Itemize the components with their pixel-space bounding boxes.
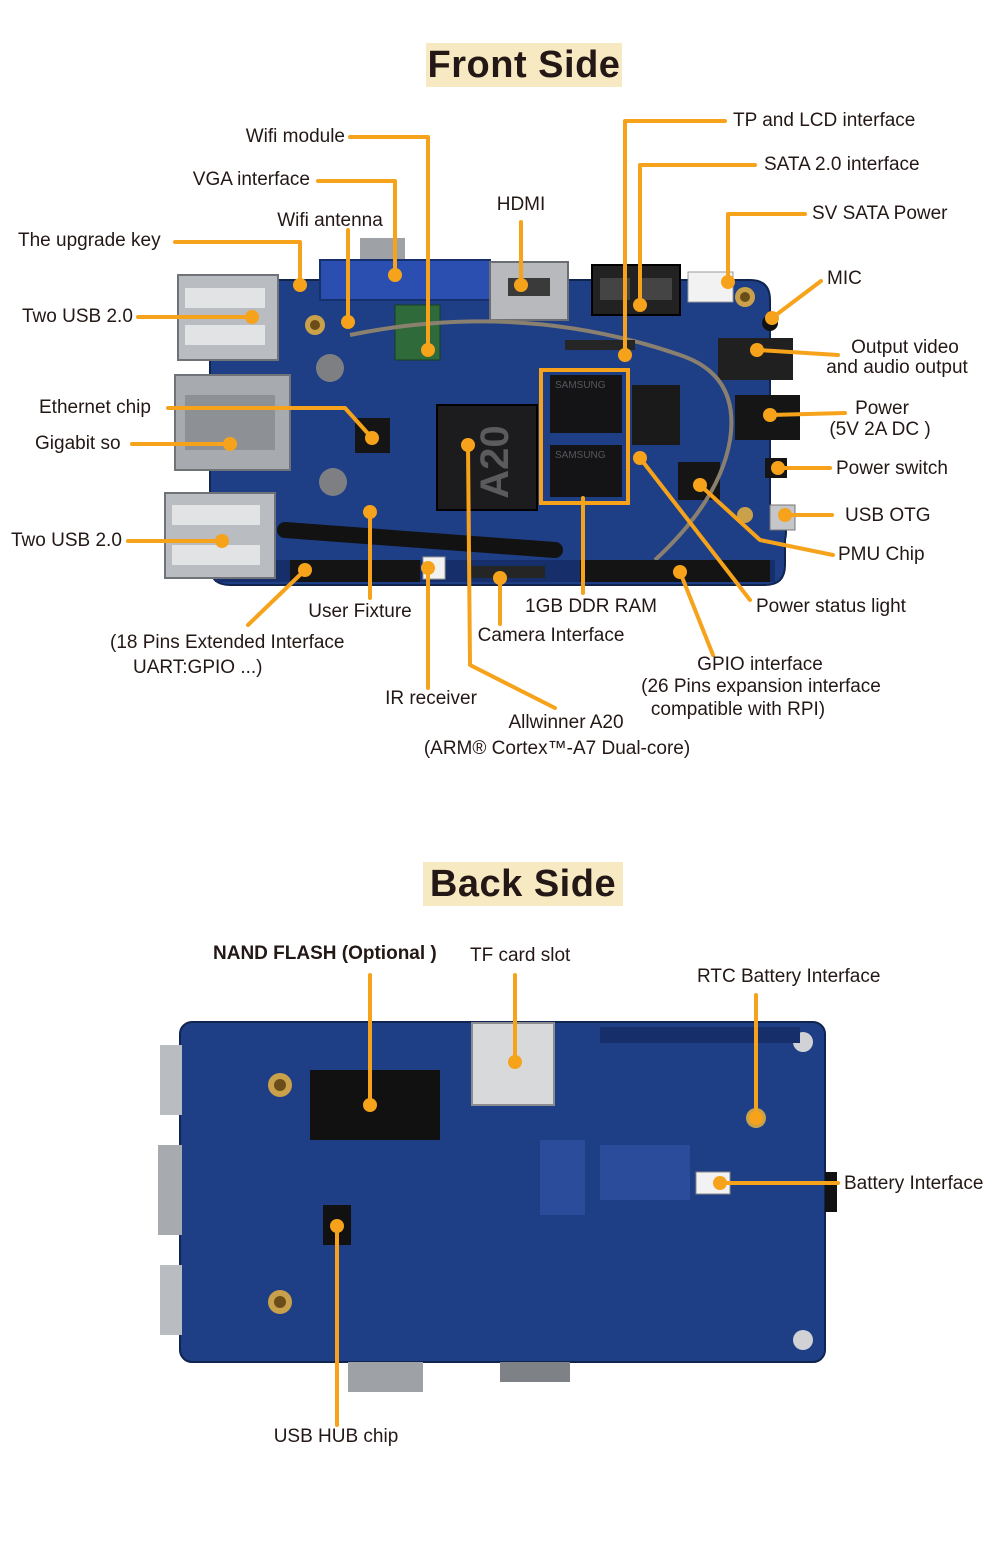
- label-pmu-chip: PMU Chip: [838, 544, 925, 565]
- label-user-fixture: User Fixture: [308, 601, 412, 622]
- front-leader-lines: [126, 119, 847, 710]
- label-vga-interface: VGA interface: [192, 169, 310, 190]
- label-ext-interface-line1: (18 Pins Extended Interface: [110, 632, 345, 653]
- label-rtc-battery: RTC Battery Interface: [697, 966, 881, 987]
- label-camera-interface: Camera Interface: [477, 625, 625, 646]
- label-upgrade-key: The upgrade key: [18, 230, 161, 251]
- label-av-output-line2: and audio output: [826, 357, 968, 378]
- lcd-connector-icon: [565, 340, 635, 350]
- label-wifi-antenna: Wifi antenna: [277, 210, 383, 231]
- back-side-title: Back Side: [423, 862, 623, 906]
- ram-chip-group: SAMSUNG SAMSUNG: [539, 368, 630, 505]
- front-leader-dots: [215, 268, 792, 585]
- silkscreen-block-1: [540, 1140, 585, 1215]
- label-mic: MIC: [827, 268, 862, 289]
- nand-flash-chip-icon: [310, 1070, 440, 1140]
- front-side-title: Front Side: [426, 43, 622, 87]
- back-ethernet-icon: [158, 1145, 182, 1235]
- label-tf-card-slot: TF card slot: [470, 945, 571, 966]
- hdmi-connector-icon: [489, 261, 569, 321]
- label-ethernet-chip: Ethernet chip: [39, 397, 151, 418]
- label-sata: SATA 2.0 interface: [764, 154, 920, 175]
- label-gigabit: Gigabit so: [35, 433, 121, 454]
- tf-card-slot-icon: [471, 1022, 555, 1106]
- silkscreen-block-2: [600, 1145, 690, 1200]
- capacitor-icon-2: [319, 468, 347, 496]
- ram-brand-text-2: SAMSUNG: [555, 450, 606, 461]
- label-av-output-line1: Output video: [851, 337, 959, 358]
- usb-hub-chip-icon: [323, 1205, 351, 1245]
- label-power-line2: (5V 2A DC ): [829, 419, 931, 440]
- label-gpio-line1: GPIO interface: [697, 654, 823, 675]
- label-hdmi: HDMI: [496, 194, 546, 215]
- ethernet-port-icon: [174, 374, 291, 471]
- back-usb-bottom-icon: [160, 1265, 182, 1335]
- label-gpio-line2: (26 Pins expansion interface: [641, 676, 881, 697]
- ram-brand-text-1: SAMSUNG: [555, 380, 606, 391]
- back-leader-dots: [330, 1055, 763, 1233]
- label-nand-flash: NAND FLASH (Optional ): [213, 943, 437, 964]
- label-usb-otg: USB OTG: [845, 505, 931, 526]
- soc-chip-text: A20: [473, 425, 517, 498]
- label-tp-lcd: TP and LCD interface: [733, 110, 916, 131]
- label-usb-bottom: Two USB 2.0: [11, 530, 122, 551]
- label-sata-power: SV SATA Power: [812, 203, 948, 224]
- back-leader-lines: [335, 973, 840, 1427]
- label-usb-hub-chip: USB HUB chip: [273, 1426, 399, 1447]
- back-vga-icon: [348, 1362, 423, 1392]
- soc-chip-icon: A20: [436, 404, 538, 511]
- label-wifi-module: Wifi module: [245, 126, 345, 147]
- label-battery-interface: Battery Interface: [844, 1173, 984, 1194]
- label-soc-line2: (ARM® Cortex™-A7 Dual-core): [423, 738, 691, 759]
- ext-pin-header-icon: [290, 560, 420, 582]
- label-power-line1: Power: [855, 398, 909, 419]
- vga-connector-icon: [319, 238, 491, 301]
- back-hdmi-icon: [500, 1362, 570, 1382]
- label-ext-interface-line2: UART:GPIO ...): [133, 657, 263, 678]
- label-power-switch: Power switch: [836, 458, 948, 479]
- rtc-battery-pad-icon: [746, 1108, 766, 1128]
- camera-connector-icon: [470, 566, 545, 578]
- back-power-jack-icon: [825, 1172, 837, 1212]
- label-ram: 1GB DDR RAM: [525, 596, 657, 617]
- label-usb-top: Two USB 2.0: [22, 306, 133, 327]
- label-power-status-light: Power status light: [756, 596, 906, 617]
- label-soc-line1: Allwinner A20: [508, 712, 624, 733]
- back-gpio-pins-icon: [600, 1027, 800, 1043]
- label-gpio-line3: compatible with RPI): [650, 699, 826, 720]
- regulator-group-icon: [632, 385, 680, 445]
- battery-connector-icon: [695, 1171, 731, 1195]
- label-ir-receiver: IR receiver: [385, 688, 477, 709]
- capacitor-icon-1: [316, 354, 344, 382]
- back-pcb: [179, 1021, 826, 1363]
- front-board-diagram: A20 SAMSUNG SAMSUNG: [126, 119, 847, 710]
- back-usb-top-icon: [160, 1045, 182, 1115]
